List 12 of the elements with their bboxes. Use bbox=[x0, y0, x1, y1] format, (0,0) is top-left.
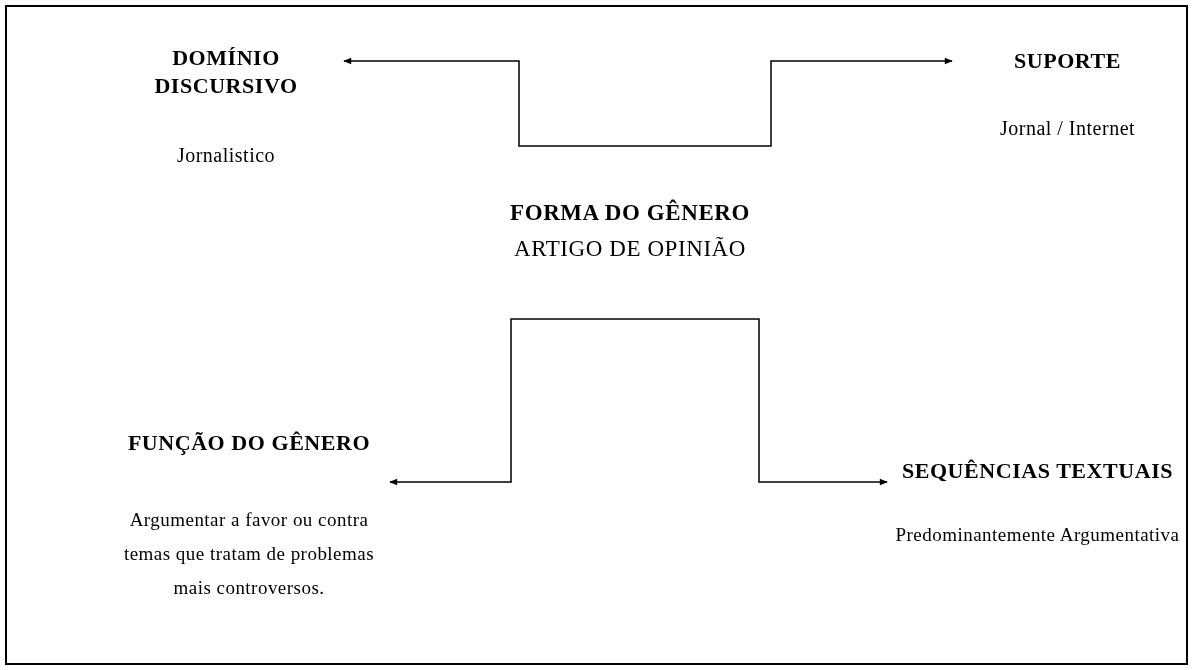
node-heading: FORMA DO GÊNERO bbox=[510, 198, 750, 227]
node-heading: FUNÇÃO DO GÊNERO bbox=[127, 429, 371, 457]
node-description: Jornal / Internet bbox=[999, 116, 1136, 140]
connector-arrow bbox=[343, 57, 953, 147]
node-description: Argumentar a favor ou contra temas que tratam de problemas mais controversos. bbox=[122, 508, 376, 600]
connector-arrow bbox=[389, 318, 888, 486]
node-description: ARTIGO DE OPINIÃO bbox=[514, 235, 746, 263]
node-description: Predominantemente Argumentativa bbox=[895, 524, 1180, 546]
node-heading: DOMÍNIO DISCURSIVO bbox=[153, 44, 299, 100]
node-description: Jornalistico bbox=[176, 143, 276, 167]
node-heading: SEQUÊNCIAS TEXTUAIS bbox=[901, 457, 1174, 485]
node-heading: SUPORTE bbox=[1014, 47, 1121, 75]
